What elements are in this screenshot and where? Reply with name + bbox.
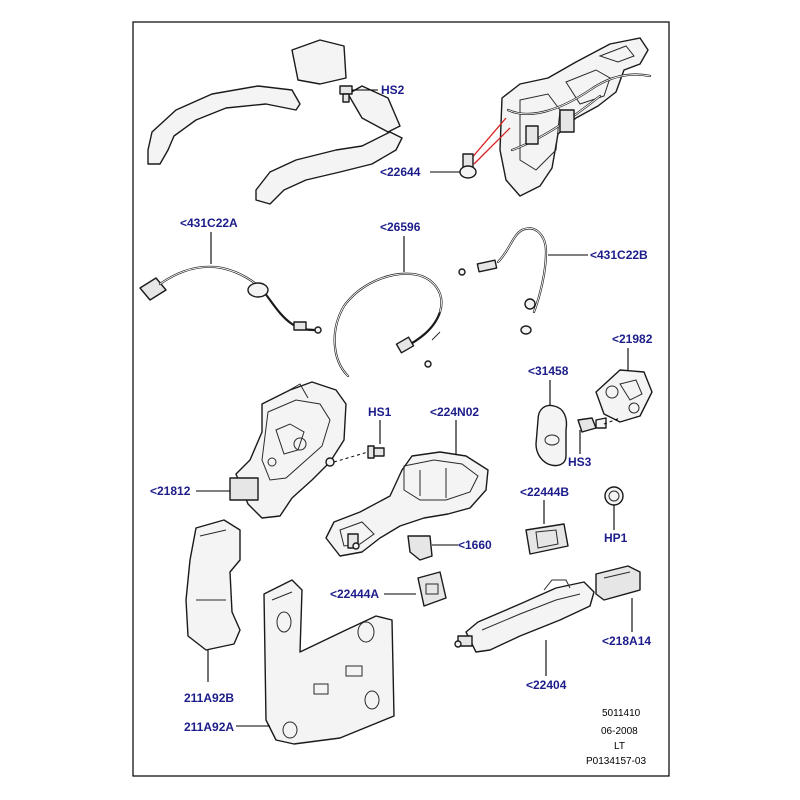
21982-striker <box>595 369 653 423</box>
drawing-id: P0134157-03 <box>586 756 646 767</box>
drawing-number: 5011410 <box>602 708 641 719</box>
hp1-label: HP1 <box>604 531 628 545</box>
red-pointer-2 <box>473 127 511 165</box>
drawing-date: 06-2008 <box>601 726 638 737</box>
drawing-reference: 5011410 06-2008 LT P0134157-03 <box>586 708 646 767</box>
handle-gasket-lower <box>255 85 403 205</box>
hs3-dashed-path <box>603 417 621 425</box>
22404-outer-handle <box>454 579 595 653</box>
224n02-label: <224N02 <box>430 405 479 419</box>
26596-cable <box>333 272 443 378</box>
hp1-plug <box>604 486 624 506</box>
22444a-label: <22444A <box>330 587 379 601</box>
22444b-label: <22444B <box>520 485 569 499</box>
hs1-label: HS1 <box>368 405 392 419</box>
1660-clip <box>407 535 433 561</box>
hs2-label: HS2 <box>381 83 405 97</box>
hs3-label: HS3 <box>568 455 592 469</box>
218a14-label: <218A14 <box>602 634 651 648</box>
22644-bolt <box>459 153 477 179</box>
diagram-frame <box>132 21 670 777</box>
431c22a-label: <431C22A <box>180 216 238 230</box>
26596-label: <26596 <box>380 220 421 234</box>
22444b-seal <box>525 523 569 555</box>
211a92a-label: 211A92A <box>184 720 234 734</box>
1660-label: <1660 <box>458 538 492 552</box>
21812-door-latch <box>229 381 347 519</box>
218a14-cap <box>595 565 641 601</box>
31458-label: <31458 <box>528 364 569 378</box>
red-pointer-1 <box>469 117 507 161</box>
211a92b-label: 211A92B <box>184 691 234 705</box>
22444a-seal <box>417 571 447 607</box>
hs3-screw <box>577 417 607 433</box>
431c22b-cable <box>458 227 548 335</box>
224n02-handle-carrier <box>325 451 489 557</box>
21812-label: <21812 <box>150 484 191 498</box>
211a92b-foam-pad <box>185 519 241 651</box>
431c22b-label: <431C22B <box>590 248 648 262</box>
22404-label: <22404 <box>526 678 567 692</box>
21982-label: <21982 <box>612 332 653 346</box>
211a92a-pad <box>263 579 395 745</box>
31458-lock-cap <box>535 404 568 467</box>
door-lock-assembly <box>499 37 652 197</box>
431c22a-cable <box>139 265 322 334</box>
hs1-screw <box>367 445 385 459</box>
handle-gasket-upper <box>147 39 347 165</box>
22644-label: <22644 <box>380 165 421 179</box>
drawing-region: LT <box>614 741 625 752</box>
